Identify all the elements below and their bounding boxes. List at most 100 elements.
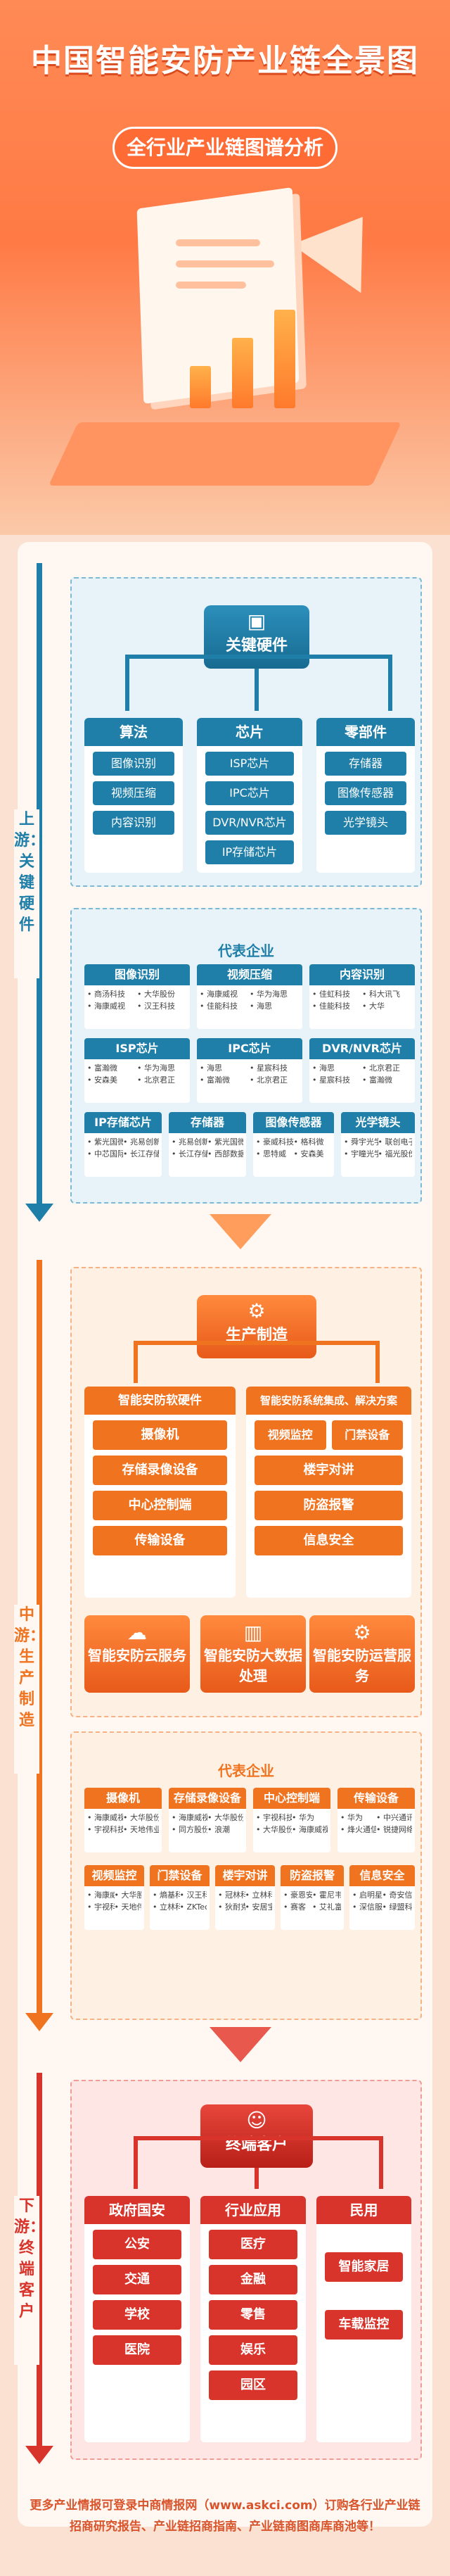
company-card: 图像传感器豪威科技格科微思特威安森美 [253, 1112, 334, 1177]
company-name: 立林科技 [245, 1889, 273, 1901]
company-card: 内容识别佳虹科技科大讯飞佳能科技大华 [309, 964, 415, 1029]
company-name: 宇视科技 [87, 1901, 115, 1913]
downstream-center-label: 终端客户 [225, 2136, 288, 2154]
company-name: 海康威视 [292, 1824, 328, 1836]
company-name: 兆易创新 [123, 1136, 159, 1148]
company-name: 西部数据 [207, 1148, 243, 1160]
decor-line [176, 239, 260, 246]
company-card: 防盗报警豪恩安全霍尼韦尔赛客艾礼富 [281, 1865, 344, 1930]
company-name: 同方股份 [172, 1824, 207, 1836]
downstream-col-industry: 行业应用 医疗 金融 零售 娱乐 园区 [200, 2196, 306, 2442]
chip: 公安 [93, 2230, 181, 2259]
company-name: 海思 [200, 1062, 250, 1074]
company-card: DVR/NVR芯片海思北京君正星宸科技富瀚微 [309, 1038, 415, 1103]
company-name: 奇安信 [382, 1889, 413, 1901]
company-name: 海康威视 [87, 1812, 123, 1824]
company-name: 启明星辰 [352, 1889, 382, 1901]
connector [134, 2136, 138, 2189]
company-name: 科大讯飞 [362, 988, 412, 1000]
chart-bar-icon [232, 338, 253, 408]
company-name: 大华股份 [137, 988, 187, 1000]
chip: 存储录像设备 [93, 1456, 227, 1485]
company-name: 安森美 [87, 1074, 137, 1086]
company-card-title: 内容识别 [309, 964, 415, 985]
company-name: 冠林科技 [218, 1889, 245, 1901]
company-card-title: 光学镜头 [341, 1112, 415, 1133]
company-name: 海思 [312, 1062, 362, 1074]
chip: 中心控制端 [93, 1491, 227, 1520]
company-card: 视频压缩海康威视华为海思佳能科技海思 [197, 964, 302, 1029]
company-name: 大华股份 [256, 1824, 292, 1836]
company-name: 海康威视 [87, 1000, 137, 1012]
company-card-title: 存储录像设备 [169, 1788, 246, 1809]
chip: 医院 [93, 2335, 181, 2365]
company-name: 长江存储 [123, 1148, 159, 1160]
company-card-title: 楼宇对讲 [215, 1865, 275, 1886]
chip: 园区 [209, 2370, 297, 2400]
company-card: IPC芯片海思星宸科技富瀚微北京君正 [197, 1038, 302, 1103]
connector [379, 2136, 383, 2189]
chip: 楼宇对讲 [255, 1456, 403, 1485]
company-name: 宇视科技 [87, 1824, 123, 1836]
chip: IPC芯片 [205, 781, 294, 805]
company-name: 长江存储 [172, 1148, 207, 1160]
company-name: 赛客 [283, 1901, 312, 1913]
company-name: 格科微 [294, 1136, 332, 1148]
connector [388, 655, 392, 711]
downstream-col-government: 政府国安 公安 交通 学校 医院 [84, 2196, 190, 2442]
col-title: 算法 [84, 718, 183, 746]
company-card: 楼宇对讲冠林科技立林科技狄耐克安居宝 [215, 1865, 275, 1930]
company-name: 汉王科技 [137, 1000, 187, 1012]
company-name: 华为海思 [250, 988, 300, 1000]
company-card-title: 图像传感器 [253, 1112, 334, 1133]
company-name: 北京君正 [250, 1074, 300, 1086]
chip: ISP芯片 [205, 752, 294, 776]
hero-banner: 中国智能安防产业链全景图 全行业产业链图谱分析 [0, 0, 450, 535]
col-title: 智能安防系统集成、解决方案 [246, 1387, 411, 1415]
connector [255, 669, 259, 711]
company-card: 摄像机海康威视大华股份宇视科技天地伟业 [84, 1788, 162, 1852]
connector [125, 655, 129, 711]
company-card-title: 视频监控 [84, 1865, 144, 1886]
downstream-col-civil: 民用 智能家居 车载监控 [316, 2196, 411, 2442]
company-card-title: ISP芯片 [84, 1038, 190, 1059]
company-name: 安居宝 [245, 1901, 273, 1913]
connector [255, 2168, 259, 2189]
service-label: 智能安防云服务 [88, 1647, 186, 1664]
service-label: 智能安防运营服务 [313, 1647, 411, 1684]
connector [375, 1341, 380, 1383]
service-label: 智能安防大数据处理 [204, 1647, 302, 1684]
stage-arrow-icon [210, 2027, 271, 2062]
chip: 交通 [93, 2265, 181, 2294]
company-name: 中芯国际 [87, 1148, 123, 1160]
company-name: 深信服 [352, 1901, 382, 1913]
chip: 零售 [209, 2300, 297, 2330]
company-card-title: 防盗报警 [281, 1865, 344, 1886]
decor-platform [49, 422, 401, 486]
upstream-col-parts: 零部件 存储器 图像传感器 光学镜头 [316, 718, 415, 873]
company-card: 存储录像设备海康威视大华股份同方股份浪潮 [169, 1788, 246, 1852]
factory-icon: ⚙ [248, 1299, 266, 1322]
company-card: 光学镜头舜宇光学联创电子宇瞳光学福光股份 [341, 1112, 415, 1177]
midstream-line [37, 1260, 42, 2020]
chip: 视频压缩 [93, 781, 174, 805]
chip: 娱乐 [209, 2335, 297, 2365]
company-name: 舜宇光学 [344, 1136, 378, 1148]
col-title: 芯片 [197, 718, 302, 746]
connector [134, 1341, 380, 1345]
chip: 内容识别 [93, 811, 174, 835]
midstream-col-solutions: 智能安防系统集成、解决方案 视频监控 门禁设备 楼宇对讲 防盗报警 信息安全 [246, 1387, 411, 1598]
company-name: 霍尼韦尔 [312, 1889, 341, 1901]
company-name: 海思 [250, 1000, 300, 1012]
company-name: ZKTeco [180, 1901, 207, 1913]
midstream-col-hardware: 智能安防软硬件 摄像机 存储录像设备 中心控制端 传输设备 [84, 1387, 236, 1598]
chip: 传输设备 [93, 1526, 227, 1555]
company-card: 存储器兆易创新紫光国微长江存储西部数据 [169, 1112, 246, 1177]
gear-icon: ⚙ [353, 1621, 371, 1644]
chart-bar-icon [190, 366, 211, 408]
company-name: 大华股份 [207, 1812, 243, 1824]
company-name: 立林科技 [153, 1901, 180, 1913]
user-icon: ☺ [246, 2109, 267, 2132]
connector [134, 2136, 383, 2140]
company-name: 富瀚微 [87, 1062, 137, 1074]
